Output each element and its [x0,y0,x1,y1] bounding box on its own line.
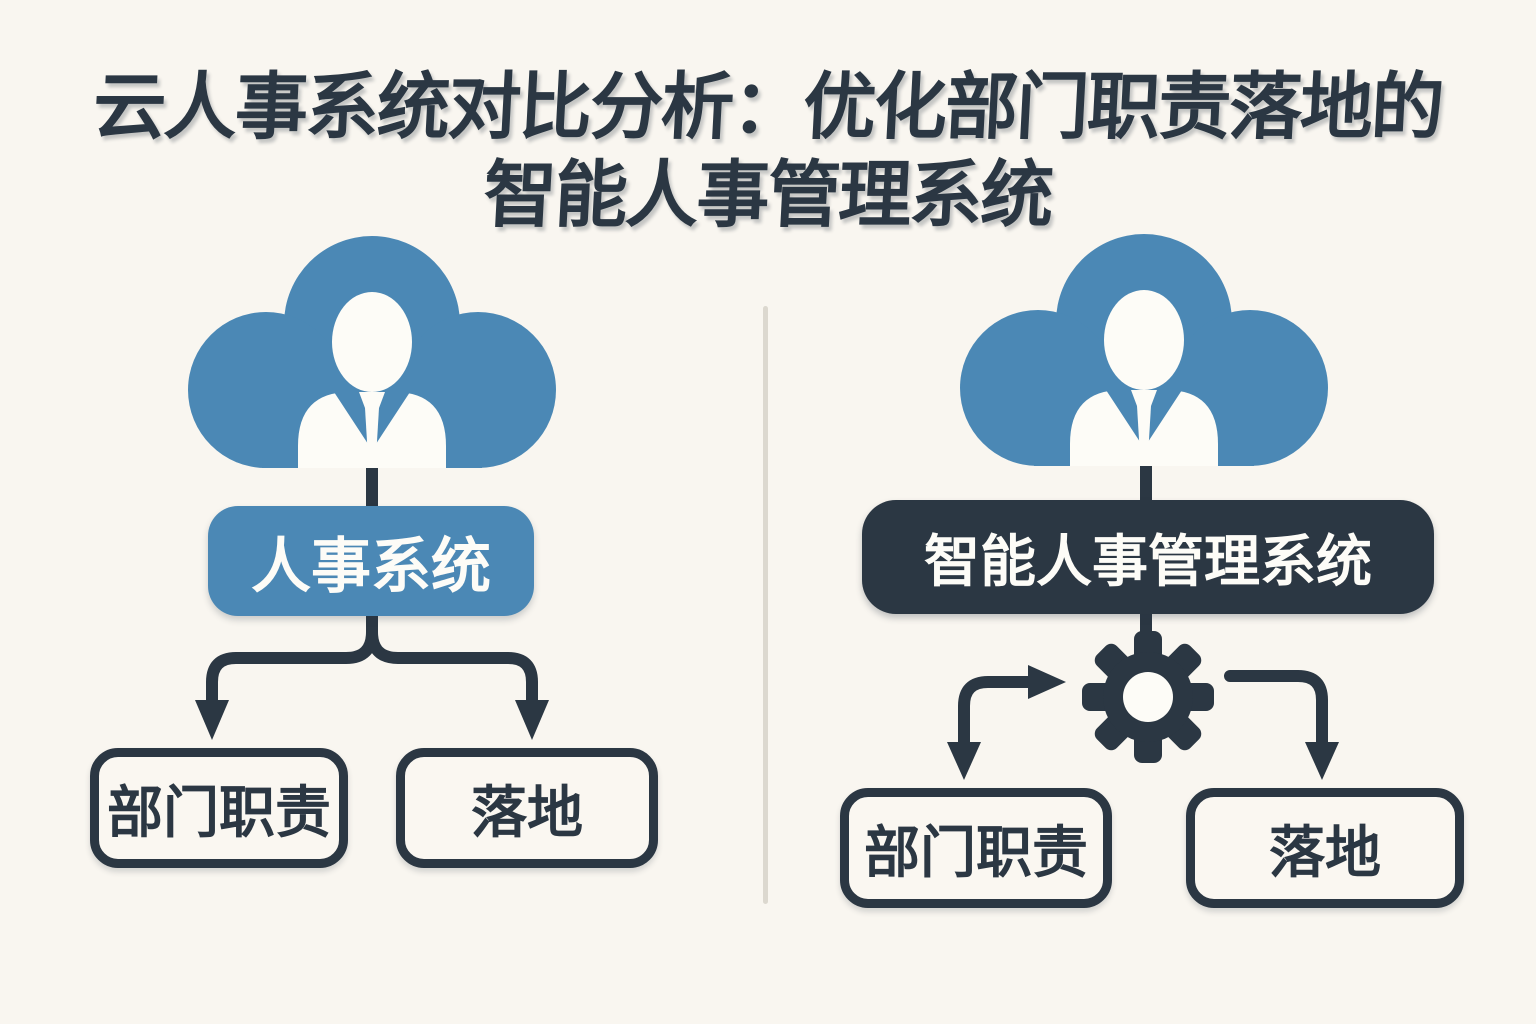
right-arrow-down-implementation-icon [1305,742,1339,780]
left-implementation-label: 落地 [471,780,583,846]
gear-icon [1082,631,1214,763]
right-branch-right-connector [1224,670,1328,748]
left-branch-left-connector [206,606,378,708]
left-child-node-department-duties: 部门职责 [90,748,348,868]
left-cloud-person-icon [188,236,556,468]
left-system-node: 人事系统 [208,506,534,616]
left-department-duties-label: 部门职责 [107,780,331,846]
right-arrow-into-gear-icon [1028,665,1066,699]
left-arrow-down-implementation-icon [515,700,549,740]
left-arrow-down-department-icon [195,700,229,740]
right-implementation-label: 落地 [1269,820,1381,886]
right-branch-left-connector [958,676,1034,750]
left-child-node-implementation: 落地 [396,748,658,868]
left-branch-right-connector [366,606,538,708]
gear-center-hole [1123,672,1173,722]
panel-divider [763,306,768,904]
right-department-duties-label: 部门职责 [864,820,1088,886]
right-system-label: 智能人事管理系统 [924,529,1372,595]
left-system-label: 人事系统 [251,531,491,602]
right-system-node: 智能人事管理系统 [862,500,1434,614]
right-arrow-down-department-icon [947,742,981,780]
right-cloud-person-icon [960,234,1328,466]
right-child-node-implementation: 落地 [1186,788,1464,908]
right-child-node-department-duties: 部门职责 [840,788,1112,908]
